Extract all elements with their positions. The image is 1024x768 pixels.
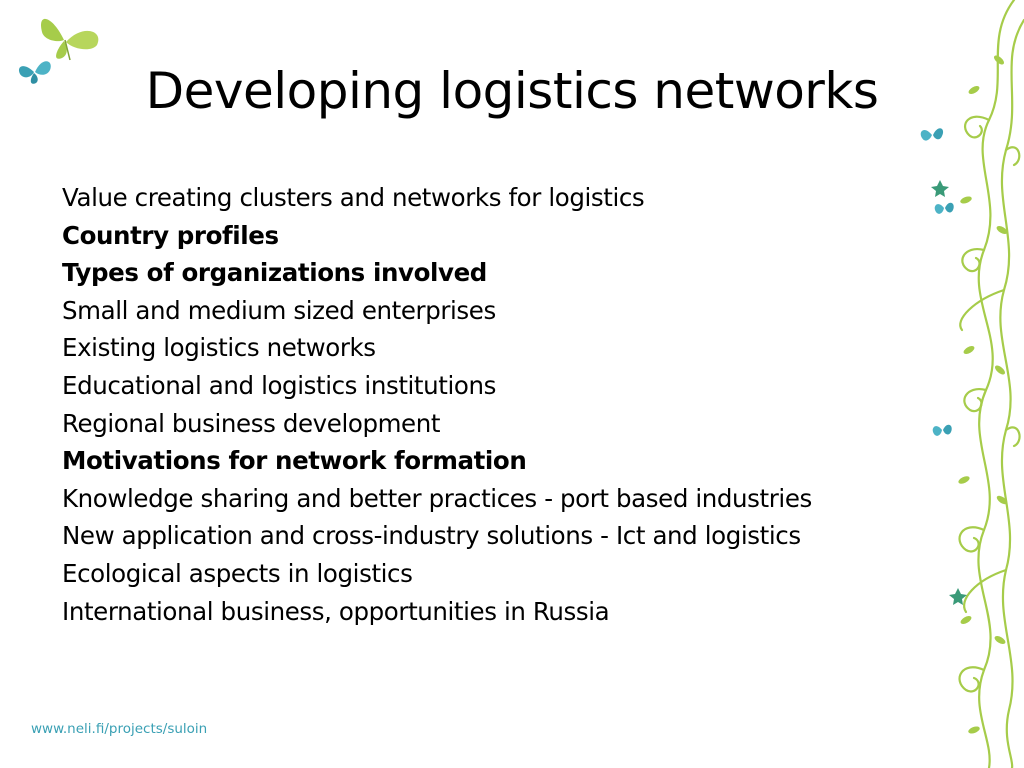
list-item: Small and medium sized enterprises — [62, 295, 496, 325]
list-item: Ecological aspects in logistics — [62, 558, 413, 588]
green-butterfly-icon — [41, 18, 99, 61]
list-item: International business, opportunities in… — [62, 596, 610, 626]
footer-url: www.neli.fi/projects/suloin — [31, 721, 208, 737]
content-list: Value creating clusters and networks for… — [62, 179, 922, 630]
butterflies-decoration — [18, 18, 99, 84]
list-item: Educational and logistics institutions — [62, 370, 496, 400]
blue-butterfly-icon — [18, 61, 51, 84]
slide-title: Developing logistics networks — [145, 62, 879, 120]
list-item: Knowledge sharing and better practices -… — [62, 483, 812, 513]
list-item: Existing logistics networks — [62, 333, 376, 363]
small-butterfly-icon — [920, 128, 954, 436]
list-item: Regional business development — [62, 408, 441, 438]
list-item: New application and cross-industry solut… — [62, 521, 801, 551]
section-heading: Country profiles — [62, 220, 279, 250]
floral-vine-border — [920, 0, 1024, 768]
section-heading: Motivations for network formation — [62, 446, 527, 476]
section-heading: Types of organizations involved — [62, 258, 487, 288]
list-item: Value creating clusters and networks for… — [62, 183, 645, 212]
